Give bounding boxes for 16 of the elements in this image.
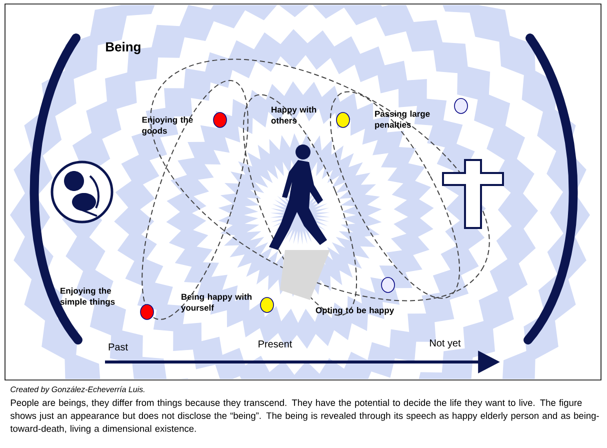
caption-paragraph: People are beings, they differ from things because they transcend. They have the potential to decide the life they want to live. The figure shows just an appearance but does not disclose the “being”. The being is revealed through its speech as happy elderly person and as being-toward-death, living a dimensional existence. [10,399,599,434]
heading-label: Being [106,42,140,54]
dot-label: Opting to be happy [316,307,394,315]
timeline-label: Present [258,340,292,348]
dot-label: Being happy with yourself [181,294,252,312]
timeline-label: Past [108,344,128,350]
dot-label: Enjoying the goods [142,116,193,136]
timeline-label: Not yet [430,340,461,348]
dot [454,98,468,114]
dot-label: Happy with others [271,106,316,124]
dot [336,112,350,128]
dot [213,112,227,128]
dot-label: Enjoying the simple things [60,288,115,306]
dot [140,304,154,320]
dot [381,277,395,293]
dot [260,297,274,313]
